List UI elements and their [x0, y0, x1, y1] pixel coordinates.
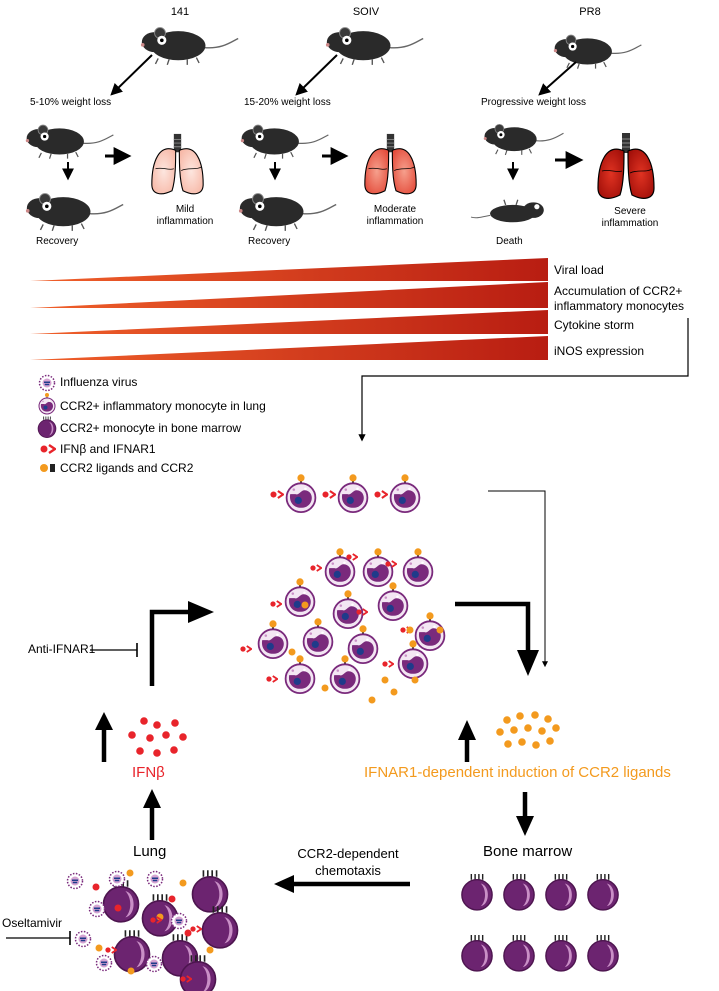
inflammation-mild-line2: inflammation	[156, 216, 214, 227]
mouse-141-recovered-icon	[25, 192, 124, 232]
ifnb-label: IFNβ	[132, 764, 165, 781]
outcome-recovery-141: Recovery	[36, 236, 79, 247]
incoming-monocytes	[270, 474, 421, 514]
virus-icon	[38, 374, 56, 392]
legend-label-lung-monocyte: CCR2+ inflammatory monocyte in lung	[60, 399, 266, 413]
inflammation-severe-line2: inflammation	[601, 218, 659, 229]
bar-label-inos: iNOS expression	[554, 344, 645, 358]
lungs-severe-icon	[597, 133, 655, 199]
lung-label: Lung	[133, 843, 167, 860]
oseltamivir-label: Oseltamivir	[2, 916, 63, 930]
bar-label-monocytes-line2: inflammatory monocytes	[554, 299, 685, 313]
chemotaxis-line2: chemotaxis	[315, 863, 381, 878]
mouse-141-sick-icon	[25, 124, 114, 160]
marrow-monocyte-icon	[37, 416, 57, 438]
bar-label-cytokine-storm: Cytokine storm	[554, 318, 635, 332]
gradient-bar-monocytes	[30, 282, 548, 308]
chemotaxis-line1: CCR2-dependent	[297, 846, 399, 861]
bar-label-viral-load: Viral load	[554, 263, 604, 277]
strain-soiv-label: SOIV	[352, 6, 380, 18]
mouse-141-icon	[140, 26, 239, 66]
gradient-bar-viral-load	[30, 258, 548, 281]
mouse-soiv-recovered-icon	[238, 192, 337, 232]
mouse-soiv-sick-icon	[240, 124, 329, 160]
outcome-death-pr8: Death	[496, 236, 523, 247]
mouse-pr8-icon	[553, 34, 642, 70]
inflammation-moderate-line1: Moderate	[373, 204, 417, 215]
bone-marrow-label: Bone marrow	[483, 843, 573, 860]
bone-marrow-monocytes	[461, 873, 619, 972]
monocyte-cluster	[240, 548, 446, 704]
mouse-pr8-sick-icon	[483, 123, 565, 156]
bar-label-monocytes-line1: Accumulation of CCR2+	[554, 284, 683, 298]
legend-label-virus: Influenza virus	[60, 375, 138, 389]
outcome-recovery-soiv: Recovery	[248, 236, 291, 247]
inflammation-moderate-line2: inflammation	[366, 216, 424, 227]
weight-loss-141: 5-10% weight loss	[30, 97, 112, 108]
ccr2-ligands	[496, 711, 560, 749]
gradient-bar-cytokine	[30, 310, 548, 334]
inflammation-severe-line1: Severe	[614, 206, 646, 217]
anti-ifnar1-label: Anti-IFNAR1	[28, 642, 96, 656]
weight-loss-pr8: Progressive weight loss	[481, 97, 587, 108]
ccr2-ligand-icon	[40, 464, 55, 472]
lungs-moderate-icon	[364, 133, 417, 195]
legend-label-ccr2: CCR2 ligands and CCR2	[60, 461, 194, 475]
strain-pr8-label: PR8	[579, 6, 601, 18]
inflammation-mild-line1: Mild	[175, 204, 195, 215]
ifnb-molecules	[128, 717, 187, 757]
lung-monocyte-icon	[38, 393, 56, 415]
weight-loss-soiv: 15-20% weight loss	[244, 97, 331, 108]
strain-141-label: 141	[170, 6, 190, 18]
legend-label-ifnb: IFNβ and IFNAR1	[60, 442, 156, 456]
induction-label: IFNAR1-dependent induction of CCR2 ligan…	[364, 764, 671, 781]
gradient-bar-inos	[30, 336, 548, 360]
mouse-soiv-icon	[325, 26, 424, 66]
ifnb-receptor-icon	[40, 444, 56, 454]
lung-infected-cluster	[66, 869, 239, 991]
lungs-mild-icon	[151, 133, 204, 195]
legend-label-marrow-monocyte: CCR2+ monocyte in bone marrow	[60, 421, 242, 435]
mouse-pr8-dead-icon	[470, 199, 545, 223]
